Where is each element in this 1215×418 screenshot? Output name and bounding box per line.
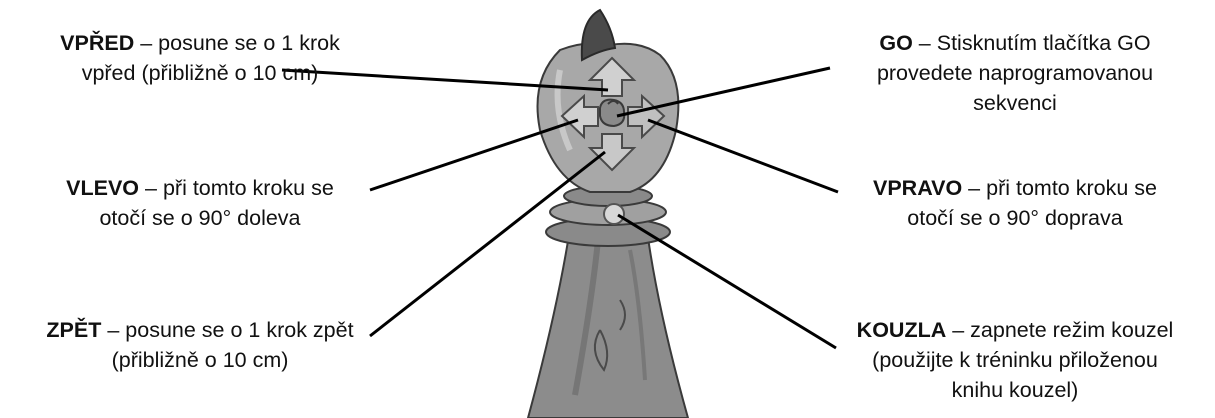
label-go: GO – Stisknutím tlačítka GO provedete na… (815, 28, 1215, 118)
label-right-text: – při tomto kroku se (962, 176, 1157, 200)
label-back-text: – posune se o 1 krok zpět (101, 318, 353, 342)
label-forward-key: VPŘED (60, 31, 134, 55)
spells-button[interactable] (604, 204, 624, 224)
label-spells: KOUZLA – zapnete režim kouzel (použijte … (815, 315, 1215, 405)
label-spells-key: KOUZLA (857, 318, 947, 342)
label-left-line2: otočí se o 90° doleva (0, 203, 400, 233)
label-go-text: – Stisknutím tlačítka GO (913, 31, 1151, 55)
label-go-line3: sekvenci (815, 88, 1215, 118)
label-spells-line3: knihu kouzel) (815, 375, 1215, 405)
label-back-line2: (přibližně o 10 cm) (0, 345, 400, 375)
label-go-line2: provedete naprogramovanou (815, 58, 1215, 88)
label-left-key: VLEVO (66, 176, 139, 200)
label-right-key: VPRAVO (873, 176, 962, 200)
label-right: VPRAVO – při tomto kroku se otočí se o 9… (815, 173, 1215, 233)
label-forward-line2: vpřed (přibližně o 10 cm) (0, 58, 400, 88)
label-right-line2: otočí se o 90° doprava (815, 203, 1215, 233)
label-left-text: – při tomto kroku se (139, 176, 334, 200)
leader-right (648, 120, 838, 192)
label-back: ZPĚT – posune se o 1 krok zpět (přibližn… (0, 315, 400, 375)
leader-left (370, 120, 578, 190)
label-spells-line2: (použijte k tréninku přiloženou (815, 345, 1215, 375)
label-forward-text: – posune se o 1 krok (134, 31, 340, 55)
label-left: VLEVO – při tomto kroku se otočí se o 90… (0, 173, 400, 233)
go-button-icon[interactable] (600, 100, 624, 126)
label-spells-text: – zapnete režim kouzel (946, 318, 1173, 342)
label-go-key: GO (879, 31, 912, 55)
label-back-key: ZPĚT (46, 318, 101, 342)
label-forward: VPŘED – posune se o 1 krok vpřed (přibli… (0, 28, 400, 88)
